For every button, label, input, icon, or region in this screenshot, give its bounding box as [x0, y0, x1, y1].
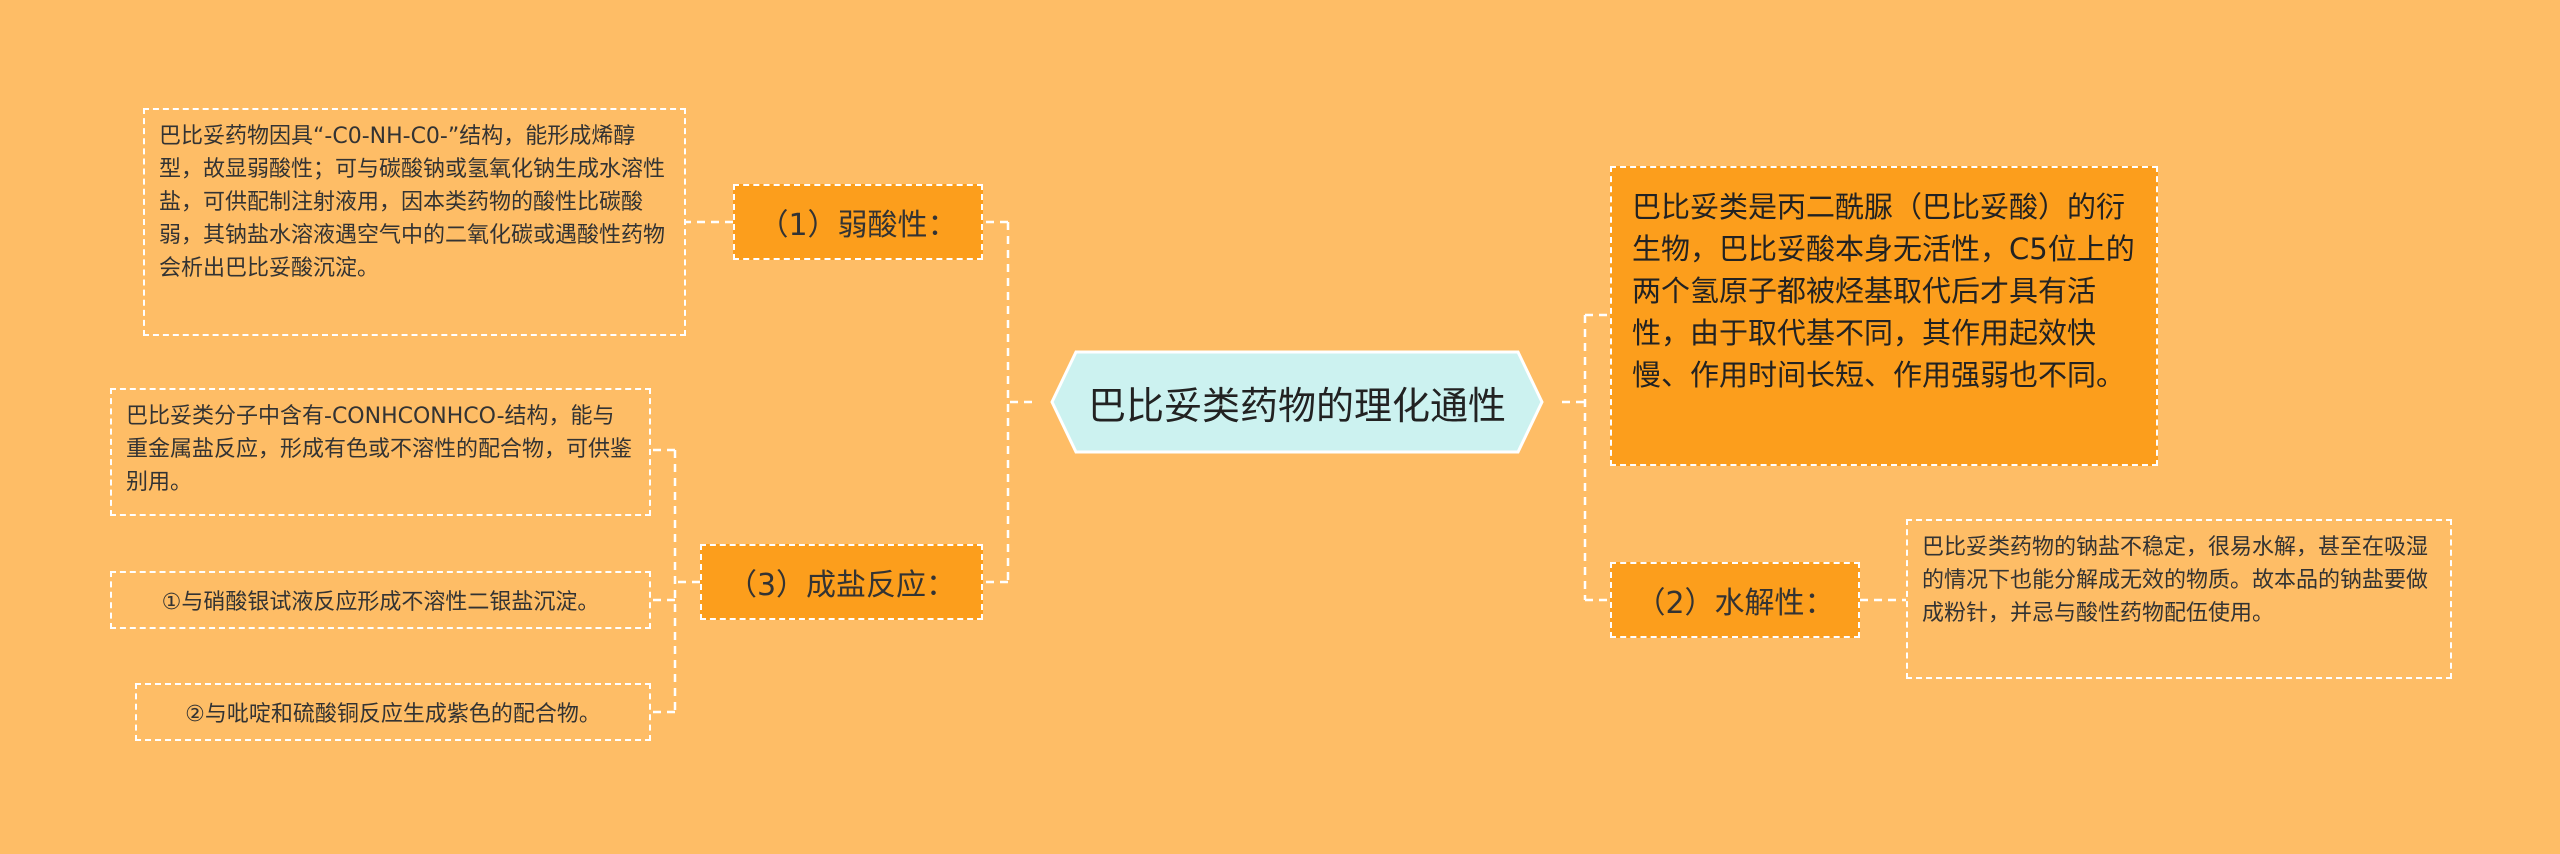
branch-intro-text: 巴比妥类是丙二酰脲（巴比妥酸）的衍生物，巴比妥酸本身无活性，C5位上的两个氢原子…: [1632, 190, 2135, 392]
root-hexagon-shape: [1050, 350, 1544, 454]
branch-hydrolysis-label: （2）水解性：: [1635, 586, 1835, 621]
leaf-weak-acid-text: 巴比妥药物因具“-C0-NH-C0-”结构，能形成烯醇型，故显弱酸性；可与碳酸钠…: [159, 124, 666, 281]
root-label: 巴比妥类药物的理化通性: [1087, 383, 1506, 428]
branch-salt-reaction[interactable]: （3）成盐反应：: [700, 544, 983, 620]
leaf-hydrolysis-detail[interactable]: 巴比妥类药物的钠盐不稳定，很易水解，甚至在吸湿的情况下也能分解成无效的物质。故本…: [1906, 519, 2452, 679]
leaf-salt-detail-3-text: ②与吡啶和硫酸铜反应生成紫色的配合物。: [185, 702, 601, 727]
leaf-weak-acid-detail[interactable]: 巴比妥药物因具“-C0-NH-C0-”结构，能形成烯醇型，故显弱酸性；可与碳酸钠…: [143, 108, 686, 336]
leaf-salt-detail-3[interactable]: ②与吡啶和硫酸铜反应生成紫色的配合物。: [135, 683, 651, 741]
leaf-salt-detail-2-text: ①与硝酸银试液反应形成不溶性二银盐沉淀。: [161, 590, 600, 615]
leaf-hydrolysis-text: 巴比妥类药物的钠盐不稳定，很易水解，甚至在吸湿的情况下也能分解成无效的物质。故本…: [1922, 535, 2429, 626]
branch-weak-acid-label: （1）弱酸性：: [758, 208, 958, 243]
root-node[interactable]: 巴比妥类药物的理化通性: [1032, 350, 1562, 454]
leaf-salt-detail-1[interactable]: 巴比妥类分子中含有-CONHCONHCO-结构，能与重金属盐反应，形成有色或不溶…: [110, 388, 651, 516]
branch-weak-acid[interactable]: （1）弱酸性：: [733, 184, 983, 260]
branch-hydrolysis[interactable]: （2）水解性：: [1610, 562, 1860, 638]
leaf-salt-detail-1-text: 巴比妥类分子中含有-CONHCONHCO-结构，能与重金属盐反应，形成有色或不溶…: [126, 404, 633, 495]
branch-intro[interactable]: 巴比妥类是丙二酰脲（巴比妥酸）的衍生物，巴比妥酸本身无活性，C5位上的两个氢原子…: [1610, 166, 2158, 466]
leaf-salt-detail-2[interactable]: ①与硝酸银试液反应形成不溶性二银盐沉淀。: [110, 571, 651, 629]
branch-salt-reaction-label: （3）成盐反应：: [726, 568, 957, 603]
